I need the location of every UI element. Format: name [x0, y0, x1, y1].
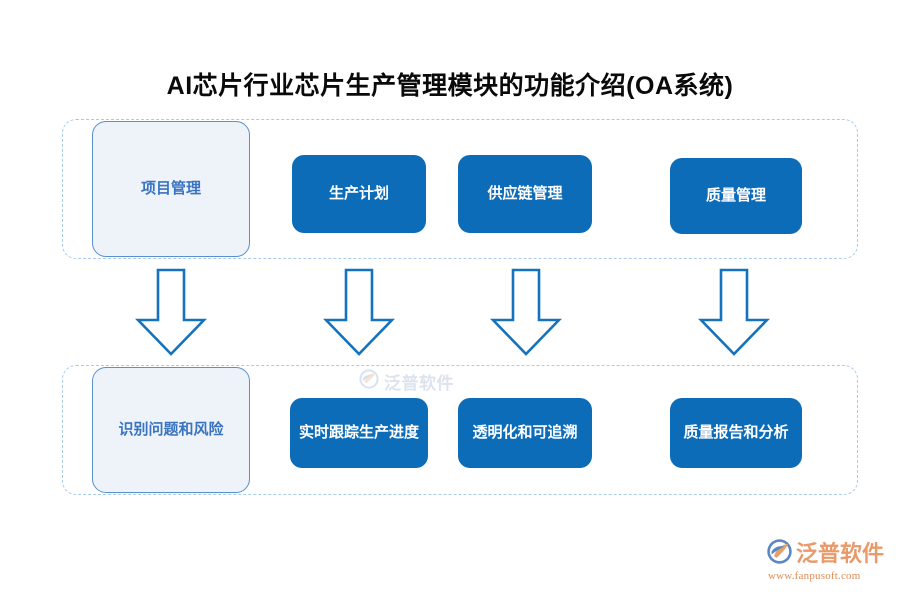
node-project-management[interactable]: 项目管理: [92, 121, 250, 257]
node-label: 生产计划: [328, 184, 389, 202]
down-arrow-icon-1: [135, 268, 207, 356]
node-track-production-progress[interactable]: 实时跟踪生产进度: [290, 398, 428, 468]
down-arrow-icon-4: [698, 268, 770, 356]
bottom-row-group-container: [62, 365, 858, 495]
node-label: 供应链管理: [487, 184, 563, 202]
brand-logo-name: 泛普软件: [796, 541, 885, 566]
brand-logo-url: www.fanpusoft.com: [768, 570, 861, 582]
node-label: 识别问题和风险: [118, 420, 224, 438]
swoosh-circle-icon: [766, 538, 793, 570]
node-label: 透明化和可追溯: [472, 423, 578, 441]
node-label: 项目管理: [140, 179, 201, 197]
node-quality-management[interactable]: 质量管理: [670, 158, 802, 234]
node-label: 质量报告和分析: [683, 423, 789, 441]
node-identify-risk[interactable]: 识别问题和风险: [92, 367, 250, 493]
node-transparency-traceability[interactable]: 透明化和可追溯: [458, 398, 592, 468]
brand-logo-row: 泛普软件: [766, 538, 885, 570]
down-arrow-icon-3: [490, 268, 562, 356]
brand-logo: 泛普软件 www.fanpusoft.com: [766, 538, 890, 586]
node-label: 质量管理: [705, 186, 766, 204]
page-title: AI芯片行业芯片生产管理模块的功能介绍(OA系统): [166, 72, 734, 100]
down-arrow-icon-2: [323, 268, 395, 356]
top-row-group-container: [62, 119, 858, 259]
node-label: 实时跟踪生产进度: [298, 423, 419, 441]
node-quality-report-analysis[interactable]: 质量报告和分析: [670, 398, 802, 468]
node-supply-chain-management[interactable]: 供应链管理: [458, 155, 592, 233]
node-production-plan[interactable]: 生产计划: [292, 155, 426, 233]
